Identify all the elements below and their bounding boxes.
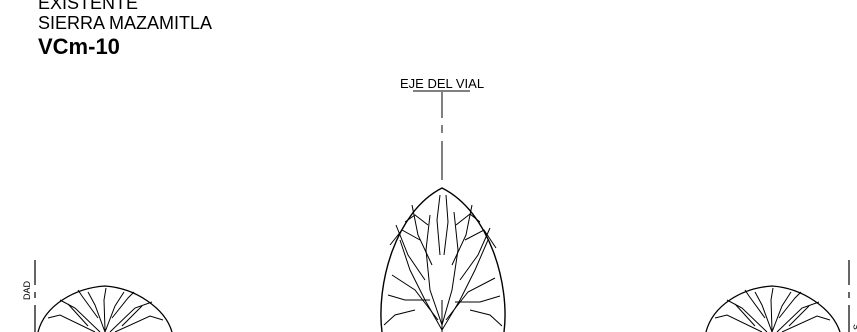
title-block: EXISTENTE SIERRA MAZAMITLA VCm-10 <box>38 0 212 58</box>
title-line-2: SIERRA MAZAMITLA <box>38 13 213 33</box>
left-tree-icon <box>37 285 173 332</box>
road-axis-label: EJE DEL VIAL <box>400 76 485 91</box>
title-line-1: EXISTENTE <box>38 0 139 13</box>
right-tree-icon <box>705 285 841 332</box>
drawing-code: VCm-10 <box>38 34 120 59</box>
central-tree-icon <box>380 187 506 332</box>
